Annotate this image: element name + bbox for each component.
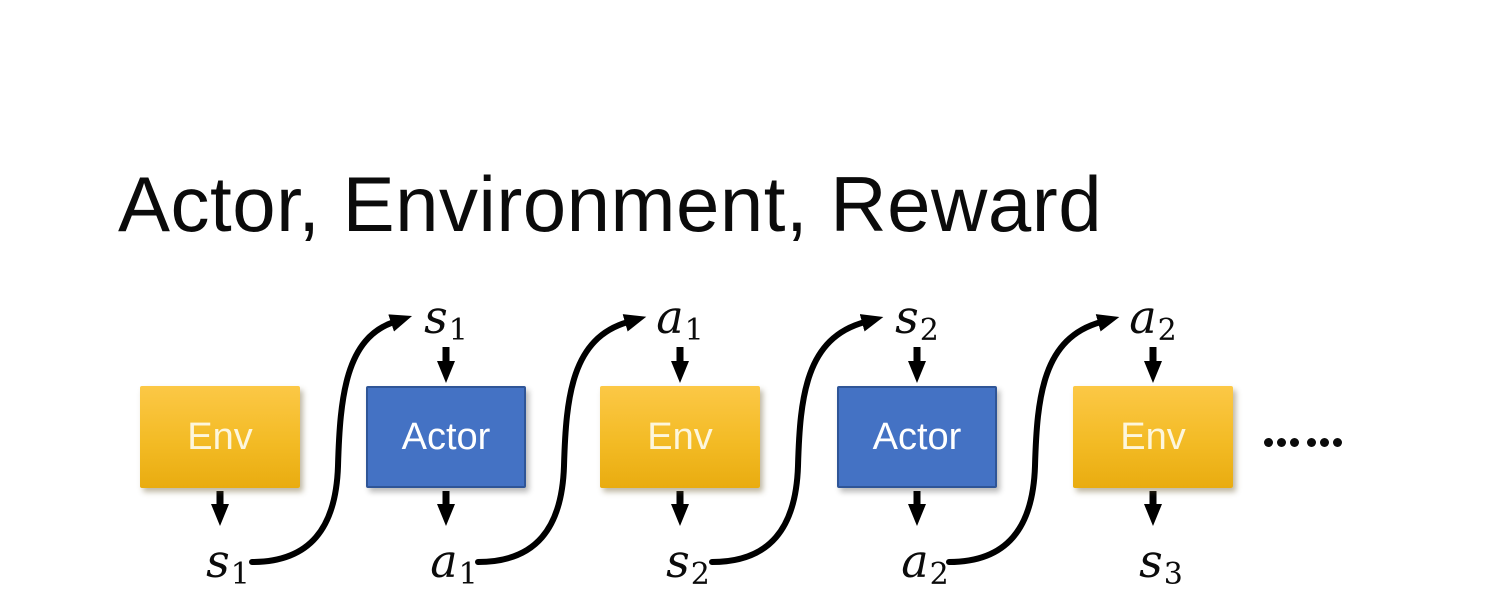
env-box-2-label: Env bbox=[647, 415, 713, 458]
bottom-label-s2: s2 bbox=[666, 534, 710, 592]
curve-arrow-3 bbox=[709, 314, 884, 565]
curve-arrow-2 bbox=[475, 314, 647, 565]
continuation-ellipsis bbox=[1264, 438, 1346, 447]
actor-box-2: Actor bbox=[837, 386, 997, 488]
bottom-label-s3: s3 bbox=[1139, 534, 1183, 592]
env-box-1: Env bbox=[140, 386, 300, 488]
slide-title: Actor, Environment, Reward bbox=[118, 160, 1103, 249]
top-label-s1: s1 bbox=[424, 290, 468, 348]
env-box-2: Env bbox=[600, 386, 760, 488]
bottom-label-a1: a1 bbox=[430, 534, 478, 592]
actor-box-1-label: Actor bbox=[401, 415, 491, 458]
top-label-a1: a1 bbox=[656, 290, 704, 348]
actor-box-2-label: Actor bbox=[872, 415, 962, 458]
bottom-label-s1: s1 bbox=[206, 534, 250, 592]
env-box-1-label: Env bbox=[187, 415, 253, 458]
top-label-s2: s2 bbox=[895, 290, 939, 348]
env-box-3-label: Env bbox=[1120, 415, 1186, 458]
curve-arrow-1 bbox=[249, 314, 413, 565]
top-label-a2: a2 bbox=[1129, 290, 1177, 348]
env-box-3: Env bbox=[1073, 386, 1233, 488]
bottom-label-a2: a2 bbox=[901, 534, 949, 592]
curve-arrow-4 bbox=[946, 314, 1120, 565]
actor-box-1: Actor bbox=[366, 386, 526, 488]
